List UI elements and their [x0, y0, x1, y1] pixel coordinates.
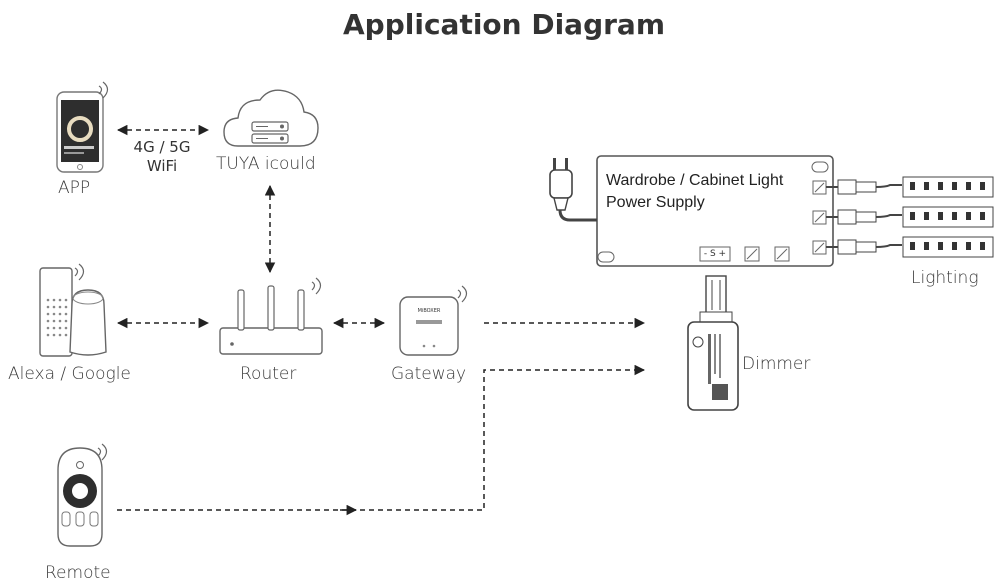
psu-port-label: - S + [703, 249, 727, 259]
dimmer-icon [687, 275, 739, 411]
wifi-label-line2: WiFi [146, 157, 178, 175]
phone-icon [56, 81, 109, 173]
gateway-icon [399, 285, 468, 356]
cloud-label: TUYA icould [216, 154, 316, 174]
psu-label: Wardrobe / Cabinet Light Power Supply [606, 170, 783, 214]
arrow-remote-dimmer [117, 364, 646, 511]
diagram-title: Application Diagram [343, 8, 665, 41]
gateway-brand: MiBOXER [417, 308, 441, 314]
cloud-icon [223, 89, 319, 147]
router-icon [219, 277, 323, 355]
smart-speaker-icon [39, 263, 107, 357]
router-label: Router [240, 364, 297, 384]
remote-icon [57, 443, 108, 547]
alexa-label: Alexa / Google [8, 364, 131, 384]
psu-label-line1: Wardrobe / Cabinet Light [606, 172, 784, 189]
wifi-label-line1: 4G / 5G [133, 138, 191, 156]
remote-label: Remote [45, 563, 111, 583]
power-plug-icon [549, 158, 597, 222]
lighting-label: Lighting [911, 268, 979, 288]
connection-arrows [116, 124, 646, 516]
wifi-label: 4G / 5G WiFi [122, 138, 202, 176]
power-supply-icon [596, 155, 834, 267]
app-label: APP [58, 178, 91, 198]
psu-label-line2: Power Supply [606, 194, 705, 211]
led-strip-icon [826, 176, 994, 258]
gateway-label: Gateway [391, 364, 467, 384]
dimmer-label: Dimmer [742, 354, 811, 374]
